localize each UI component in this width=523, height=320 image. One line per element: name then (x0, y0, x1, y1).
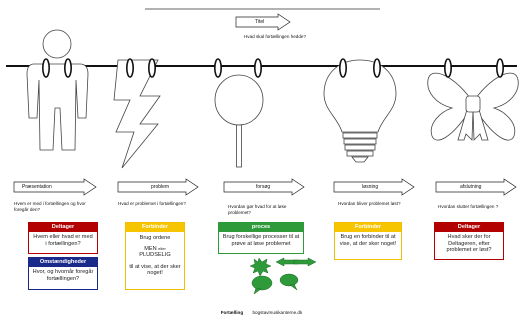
card-body-line: Brug ordene (139, 235, 171, 241)
stage-label-2: problem (151, 184, 170, 190)
stage-label-3: forsøg (256, 184, 271, 190)
footer-title: Fortælling (220, 310, 244, 315)
stage-question-4: Hvordan bliver problemet løst? (338, 201, 401, 206)
card-body-line: til at vise, at der sker noget! (129, 263, 181, 277)
stage-question-5: Hvordan slutter fortællingen ? (438, 204, 499, 209)
speech-bubble-icon (279, 273, 299, 291)
person-icon (26, 29, 89, 151)
explosion-icon (249, 257, 272, 277)
card-title: Forbinder (126, 223, 184, 232)
title-question: Hvad skal fortællingen hedde? (243, 34, 307, 39)
lightning-icon (113, 59, 161, 169)
card-title: Forbinder (335, 223, 401, 232)
card-title: Deltager (435, 223, 503, 232)
card-body: Hvor, og hvornår foregår fortællingen? (32, 269, 94, 282)
card-title: Deltager (29, 223, 97, 232)
stage-arrow-4 (333, 178, 415, 196)
card-forbinder-2: Forbinder Brug en forbinder til at vise,… (334, 222, 402, 260)
footer-site: bogstavmusikanterne.dk (252, 310, 303, 315)
title-arrow (235, 13, 291, 31)
card-body: Brug forskellige processer til at prøve … (222, 234, 300, 247)
stage-arrow-5 (435, 178, 517, 196)
double-arrow-icon (275, 257, 317, 267)
stage-label-4: løsning (362, 184, 379, 190)
stage-question-2: Hvad er problemet i fortællingen? (118, 201, 186, 206)
bow-icon (427, 72, 519, 141)
card-body-line: PLUDSELIG (139, 252, 171, 259)
card-deltager-2: Deltager Hvad sker der for Deltageren, e… (434, 222, 504, 260)
stage-arrow-2 (117, 178, 199, 196)
card-title: Omstændigheder (29, 258, 97, 267)
stage-question-1: Hvem er med i fortællingen og hvor foreg… (14, 201, 86, 212)
card-body-word: MEN (144, 245, 157, 252)
clothespin-icon (41, 58, 504, 78)
card-body: Hvad sker der for Deltageren, efter prob… (446, 234, 492, 254)
stage-label-1: Præsentation (22, 184, 52, 190)
lightbulb-icon (323, 59, 397, 163)
card-omstaendigheder: Omstændigheder Hvor, og hvornår foregår … (28, 257, 98, 290)
card-proces: proces Brug forskellige processer til at… (218, 222, 304, 254)
card-body-line: MEN eller (129, 246, 181, 253)
footer: Fortælling bogstavmusikanterne.dk (0, 310, 523, 315)
stage-arrow-3 (223, 178, 305, 196)
card-body: Brug ordene MEN eller PLUDSELIG til at v… (126, 232, 184, 279)
magnifier-icon (214, 74, 264, 168)
card-title: proces (219, 223, 303, 232)
stage-label-5: afslutning (460, 184, 482, 190)
card-body: Hvem eller hvad er med i fortællingen? (33, 234, 93, 247)
card-forbinder-1: Forbinder Brug ordene MEN eller PLUDSELI… (125, 222, 185, 290)
card-body-small: eller (158, 245, 166, 251)
title-arrow-label: Titel (255, 19, 265, 25)
speech-bubble-icon (251, 275, 273, 295)
card-deltager-1: Deltager Hvem eller hvad er med i fortæl… (28, 222, 98, 254)
stage-question-3: Hvordan gør hvad for at løse problemet? (228, 204, 287, 215)
stage-arrow-1 (13, 178, 97, 196)
card-body: Brug en forbinder til at vise, at der sk… (339, 234, 397, 247)
